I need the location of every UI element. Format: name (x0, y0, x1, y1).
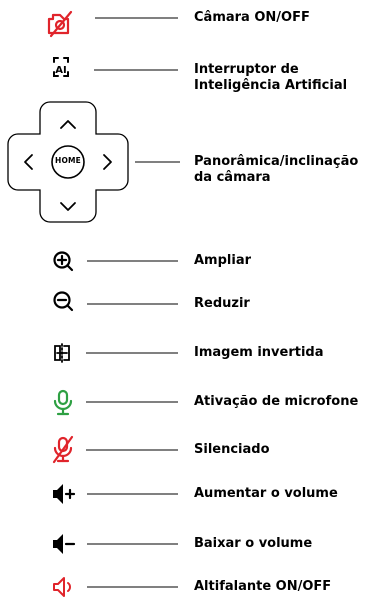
home-button-label: HOME (54, 156, 82, 165)
microphone-icon (53, 389, 73, 416)
volume-down-icon (53, 534, 76, 554)
label-mirror-image: Imagem invertida (194, 345, 324, 360)
zoom-in-icon (53, 251, 74, 272)
chevron-left-icon[interactable] (24, 154, 33, 170)
label-volume-up: Aumentar o volume (194, 486, 338, 501)
label-muted: Silenciado (194, 442, 270, 457)
label-microphone-on: Ativação de microfone (194, 394, 359, 409)
microphone-muted-icon (52, 435, 74, 464)
home-button[interactable] (51, 145, 85, 179)
ai-icon-glyph: AI (55, 65, 66, 76)
chevron-up-icon[interactable] (60, 120, 76, 129)
chevron-down-icon[interactable] (60, 202, 76, 211)
camera-off-icon (47, 10, 73, 38)
label-zoom-in: Ampliar (194, 253, 252, 268)
label-speaker-on-off: Altifalante ON/OFF (194, 579, 332, 594)
mirror-image-icon (54, 343, 70, 363)
chevron-right-icon[interactable] (103, 154, 112, 170)
label-camera-on-off: Câmara ON/OFF (194, 10, 310, 25)
zoom-out-icon (53, 291, 74, 312)
label-pan-tilt: Panorâmica/inclinação da câmara (194, 154, 359, 185)
speaker-icon (53, 577, 71, 597)
label-zoom-out: Reduzir (194, 296, 250, 311)
dpad-icon (7, 101, 129, 223)
label-volume-down: Baixar o volume (194, 536, 313, 551)
label-ai-switch: Interruptor de Inteligência Artificial (194, 62, 348, 93)
ai-icon (53, 57, 69, 77)
volume-up-icon (53, 484, 76, 504)
